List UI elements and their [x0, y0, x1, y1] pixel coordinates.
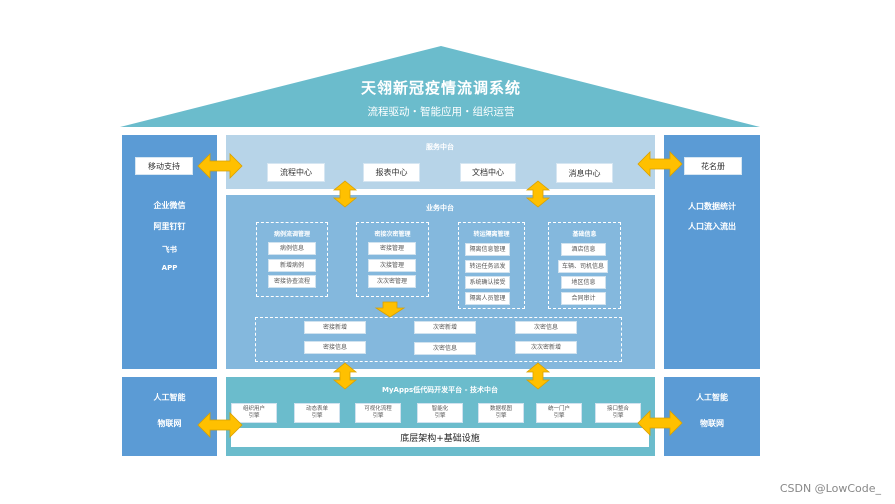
engine-name: 动态表单 — [305, 406, 328, 412]
channel-app: APP — [161, 264, 178, 272]
engine-visual-process[interactable]: 可视化流程 引擎 — [355, 403, 401, 423]
group-item[interactable]: 车辆、司机信息 — [558, 260, 608, 273]
left-tech-panel — [122, 377, 217, 456]
group-item[interactable]: 地区信息 — [561, 276, 606, 289]
group-item[interactable]: 系统确认接受 — [465, 276, 510, 289]
group-title: 密接次密管理 — [374, 231, 411, 238]
engine-org-user[interactable]: 组织用户 引擎 — [231, 403, 277, 423]
group-item[interactable]: 转运任务派发 — [465, 260, 510, 273]
right-ai-label: 人工智能 — [696, 393, 728, 402]
bottom-item[interactable]: 密接新增 — [304, 321, 366, 334]
engine-data-view[interactable]: 数据视图 引擎 — [478, 403, 524, 423]
engine-suffix: 引擎 — [311, 413, 323, 419]
engine-suffix: 引擎 — [372, 413, 384, 419]
system-title: 天翎新冠疫情流调系统 — [360, 79, 521, 97]
engine-suffix: 引擎 — [495, 413, 507, 419]
engine-interface-integration[interactable]: 接口整合 引擎 — [595, 403, 641, 423]
group-item[interactable]: 合同审计 — [561, 292, 606, 305]
group-item[interactable]: 隔离信息管理 — [465, 243, 510, 256]
engine-name: 数据视图 — [489, 406, 512, 412]
group-item[interactable]: 密接管理 — [368, 242, 416, 255]
group-item[interactable]: 酒店信息 — [561, 243, 606, 256]
population-stats-label: 人口数据统计 — [688, 202, 736, 211]
engine-suffix: 引擎 — [248, 413, 260, 419]
engine-name: 组织用户 — [242, 406, 265, 412]
group-title: 病例流调管理 — [273, 231, 310, 238]
bottom-item[interactable]: 次次密新增 — [515, 341, 577, 354]
engine-name: 可视化流程 — [364, 406, 392, 412]
bottom-item[interactable]: 次密信息 — [515, 321, 577, 334]
service-item-message[interactable]: 消息中心 — [556, 163, 613, 183]
group-case-investigation — [256, 222, 328, 297]
group-item[interactable]: 次接管理 — [368, 259, 416, 272]
infrastructure-bar: 底层架构+基础设施 — [231, 428, 649, 447]
left-ai-label: 人工智能 — [153, 393, 186, 402]
engine-suffix: 引擎 — [553, 413, 565, 419]
group-basic-info — [548, 222, 621, 309]
engine-suffix: 引擎 — [612, 413, 624, 419]
left-iot-label: 物联网 — [157, 419, 182, 428]
group-item[interactable]: 新增病例 — [268, 259, 316, 272]
engine-name: 接口整合 — [606, 406, 629, 412]
group-title: 转运隔离管理 — [473, 231, 510, 238]
group-title: 基础信息 — [572, 231, 597, 238]
service-item-process[interactable]: 流程中心 — [267, 163, 325, 182]
contact-info-group — [255, 317, 622, 362]
group-transfer-isolation — [458, 222, 525, 309]
group-contact-management — [356, 222, 429, 297]
right-tech-panel — [664, 377, 760, 456]
population-flow-label: 人口流入流出 — [688, 222, 736, 231]
engine-intelligent[interactable]: 智能化 引擎 — [417, 403, 463, 423]
group-item[interactable]: 隔离人员管理 — [465, 292, 510, 305]
mobile-support-box[interactable]: 移动支持 — [135, 157, 193, 175]
engine-name: 智能化 — [431, 406, 449, 412]
group-item[interactable]: 密接协查流程 — [268, 275, 316, 288]
channel-wecom: 企业微信 — [153, 201, 186, 210]
channel-feishu: 飞书 — [162, 245, 177, 254]
watermark: CSDN @LowCode_ — [779, 482, 881, 495]
group-item[interactable]: 次次密管理 — [368, 275, 416, 288]
engine-name: 统一门户 — [547, 406, 570, 412]
group-item[interactable]: 病例信息 — [268, 242, 316, 255]
engine-suffix: 引擎 — [434, 413, 446, 419]
right-iot-label: 物联网 — [700, 419, 724, 428]
business-center-title: 业务中台 — [426, 204, 454, 212]
service-center-title: 服务中台 — [426, 143, 454, 151]
roster-box[interactable]: 花名册 — [684, 157, 742, 175]
engine-unified-portal[interactable]: 统一门户 引擎 — [536, 403, 582, 423]
channel-dingtalk: 阿里钉钉 — [153, 222, 186, 231]
tech-platform-title: MyApps低代码开发平台 - 技术中台 — [382, 386, 498, 394]
engine-dynamic-form[interactable]: 动态表单 引擎 — [294, 403, 340, 423]
bottom-item[interactable]: 密接信息 — [304, 341, 366, 354]
service-item-report[interactable]: 报表中心 — [363, 163, 420, 182]
system-subtitle: 流程驱动・智能应用・组织运营 — [367, 106, 515, 118]
bottom-item[interactable]: 次密新增 — [414, 321, 476, 334]
service-item-document[interactable]: 文档中心 — [460, 163, 516, 182]
bottom-item[interactable]: 次密信息 — [414, 342, 476, 355]
